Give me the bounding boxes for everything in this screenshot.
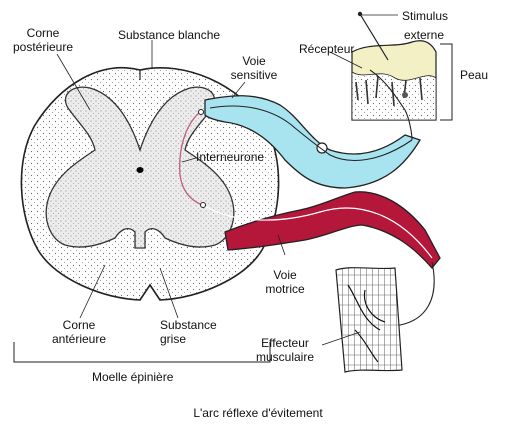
label-voie-sensitive-line1: Voie bbox=[242, 54, 266, 68]
label-effecteur-musculaire: Effecteur musculaire bbox=[248, 336, 322, 364]
peau-bracket bbox=[440, 43, 453, 121]
label-stimulus-line1: Stimulus bbox=[402, 9, 449, 23]
label-effecteur-line1: Effecteur bbox=[261, 336, 309, 350]
label-substance-grise: Substance grise bbox=[160, 318, 217, 346]
label-voie-motrice-line1: Voie bbox=[273, 268, 297, 282]
label-corne-anterieure-line2: antérieure bbox=[51, 332, 107, 346]
label-voie-motrice: Voie motrice bbox=[260, 268, 310, 296]
label-voie-sensitive-line2: sensitive bbox=[230, 68, 278, 82]
interneuron-synapse-top bbox=[198, 109, 204, 115]
moelle-bracket bbox=[13, 342, 271, 363]
muscle-effector bbox=[335, 267, 403, 373]
label-substance-grise-line1: Substance bbox=[160, 318, 217, 332]
label-corne-anterieure-line1: Corne bbox=[62, 318, 96, 332]
skin-block bbox=[351, 40, 437, 141]
label-corne-posterieure: Corne postérieure bbox=[12, 26, 74, 54]
interneuron bbox=[179, 111, 203, 206]
label-substance-blanche: Substance blanche bbox=[118, 28, 221, 42]
label-substance-grise-line2: grise bbox=[160, 332, 187, 346]
label-recepteur: Récepteur bbox=[299, 42, 355, 56]
label-voie-motrice-line2: motrice bbox=[265, 282, 305, 296]
label-interneurone: Interneurone bbox=[196, 150, 265, 164]
label-pointers bbox=[56, 40, 363, 346]
label-corne-posterieure-line1: Corne bbox=[26, 26, 60, 40]
label-stimulus-line2: externe bbox=[404, 28, 445, 42]
sensory-neuron-fiber bbox=[209, 105, 413, 161]
figure-caption: L'arc réflexe d'évitement bbox=[193, 406, 323, 420]
interneuron-synapse-bottom bbox=[200, 202, 206, 208]
central-canal bbox=[136, 167, 144, 173]
motor-neuron-fiber bbox=[202, 204, 433, 259]
label-moelle-epiniere: Moelle épinière bbox=[92, 370, 174, 384]
label-voie-sensitive: Voie sensitive bbox=[226, 54, 282, 82]
motor-pathway bbox=[224, 191, 441, 270]
label-effecteur-line2: musculaire bbox=[255, 350, 315, 364]
stimulus-needle bbox=[359, 13, 389, 61]
label-corne-posterieure-line2: postérieure bbox=[12, 40, 74, 54]
label-peau: Peau bbox=[460, 68, 489, 82]
label-corne-anterieure: Corne antérieure bbox=[46, 318, 112, 346]
